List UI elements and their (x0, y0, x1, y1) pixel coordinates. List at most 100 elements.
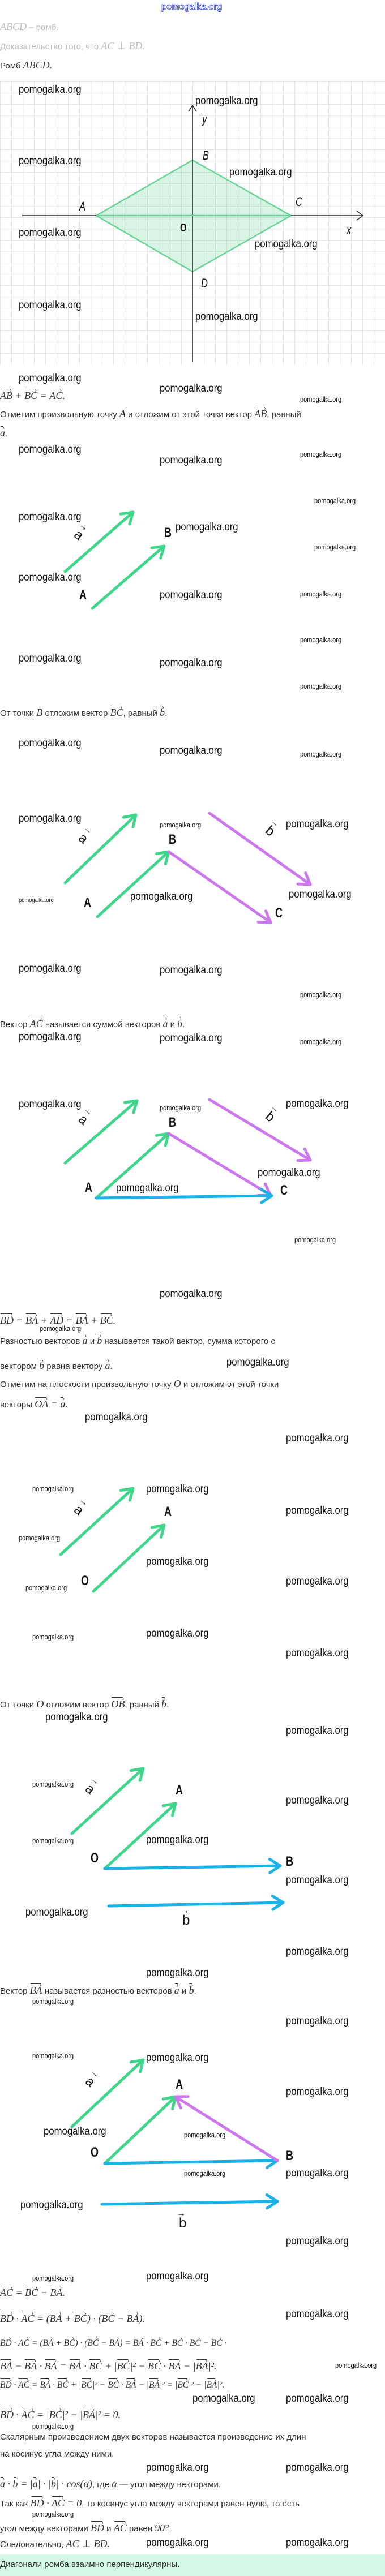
dot-product-definition-cont: на косинус угла между ними. (0, 2448, 114, 2461)
text-segment: и (87, 1337, 97, 1346)
vector-a-arrow (70, 2058, 145, 2128)
vector-oa-arrowhead (161, 1802, 177, 1817)
watermark: pomogalka.org (20, 2199, 83, 2211)
vector-notation: b (39, 1354, 44, 1372)
vector-notation: BA (45, 2354, 57, 2372)
math-expression: B (36, 707, 43, 718)
math-expression: ) · ( (87, 2313, 102, 2324)
vector-a-arrow (63, 510, 135, 573)
text-segment: Ромб (0, 61, 23, 71)
text-segment: угол между векторами (0, 2524, 91, 2534)
vector-notation: OB (111, 1692, 125, 1710)
text-segment: и отложим от этой точки вектор (126, 410, 255, 419)
math-expression: ) = (119, 2338, 133, 2348)
watermark: pomogalka.org (286, 1946, 349, 1957)
vector-notation: AC (18, 2373, 29, 2392)
vector-notation: BC (74, 2307, 87, 2325)
text-segment: вектором (0, 1362, 40, 1371)
vector-oa-arrow (103, 2095, 177, 2165)
vector-notation: b (161, 1692, 166, 1710)
watermark: pomogalka.org (19, 299, 82, 311)
math-expression: · (11, 2338, 19, 2348)
watermark: pomogalka.org (160, 964, 223, 976)
vector-notation: BA (50, 2307, 62, 2325)
point-label-c: C (280, 1183, 288, 1198)
watermark: pomogalka.org (160, 745, 223, 757)
text-segment: – ромб. (27, 23, 59, 32)
vector-notation: BA (25, 1308, 38, 1326)
equation: BD · AC = |BC|² − |BA|² = 0. (0, 2403, 121, 2421)
math-expression: AC ⊥ BD. (66, 2538, 110, 2549)
math-expression: . (113, 1315, 116, 1326)
math-expression: |² − (92, 2380, 108, 2390)
vector-oa-shaft (103, 1802, 177, 1870)
text-segment: называется суммой векторов (42, 1020, 163, 1029)
vector-notation: AC (22, 2403, 35, 2421)
vector-notation: b (177, 1012, 182, 1030)
math-expression: + (12, 390, 25, 401)
math-expression: |². (217, 2380, 225, 2390)
vector-a-arrowhead (119, 1487, 135, 1502)
watermark: pomogalka.org (226, 1356, 289, 1368)
math-expression: | · cos(α) (56, 2478, 92, 2489)
point-label-a: A (79, 199, 86, 213)
text-segment: , равный (123, 709, 160, 718)
vector-notation: BC (89, 2354, 102, 2372)
watermark: pomogalka.org (19, 572, 82, 583)
vector-a-shaft (70, 2058, 145, 2128)
point-label-a: A (176, 1783, 183, 1798)
watermark: pomogalka.org (300, 1037, 342, 1046)
step-text: От точки B отложим вектор BC, равный b. (0, 701, 167, 720)
math-expression: · (118, 2380, 126, 2390)
vector-ab-arrowhead (150, 544, 166, 560)
watermark: pomogalka.org (184, 2169, 226, 2178)
watermark: pomogalka.org (286, 2015, 349, 2027)
text-segment: . (194, 1986, 196, 1996)
text-segment: От точки (0, 709, 37, 718)
vector-b-shaft (208, 812, 312, 886)
vector-bc-arrow (167, 1132, 272, 1197)
vector-notation: b (189, 1978, 194, 1997)
vector-notation: BA (207, 2373, 217, 2392)
watermark: pomogalka.org (32, 2422, 74, 2431)
rhombus-caption: Ромб ABCD. (0, 59, 52, 72)
watermark: pomogalka.org (195, 311, 258, 323)
vector-notation: AC (0, 2281, 13, 2299)
text-segment: Отметим на плоскости произвольную точку (0, 1380, 174, 1389)
watermark: pomogalka.org (192, 2393, 255, 2405)
watermark: pomogalka.org (286, 1432, 349, 1444)
watermark: pomogalka.org (314, 543, 356, 551)
text-segment: Доказательство того, что (0, 42, 101, 51)
watermark: pomogalka.org (286, 1575, 349, 1587)
text-segment: Разностью векторов (0, 1337, 83, 1346)
bd-equation: BD = BA + AD = BA + BC. (0, 1308, 116, 1326)
vector-a-shaft (63, 813, 138, 885)
watermark: pomogalka.org (160, 821, 202, 829)
vector-notation: BD (31, 2491, 44, 2509)
vector-notation: BD (0, 1308, 14, 1326)
watermark: pomogalka.org (289, 888, 352, 900)
vector-oa-arrowhead (150, 1523, 166, 1539)
definition-sum: Вектор AC называется суммой векторов a и… (0, 1012, 185, 1031)
text-segment: и (179, 1986, 189, 1996)
math-expression: − (12, 2360, 25, 2372)
vector-notation: AC (52, 2491, 65, 2509)
point-label-b: B (169, 1115, 177, 1130)
watermark: pomogalka.org (286, 2393, 349, 2405)
watermark: pomogalka.org (19, 155, 82, 167)
point-label-o: O (91, 2145, 99, 2160)
vector-a-arrowhead (129, 2058, 145, 2073)
vector-ba-shaft (174, 2095, 279, 2162)
watermark: pomogalka.org (300, 395, 342, 403)
math-expression: · (44, 2497, 52, 2509)
point-label-c: C (296, 195, 302, 209)
vector-notation: AB (254, 402, 267, 420)
math-expression: α (112, 2478, 117, 2489)
vector-notation: b (97, 1329, 102, 1347)
math-expression: · (50, 2380, 57, 2390)
axis-label-x: x (346, 223, 352, 237)
vector-notation: BC (24, 384, 37, 402)
vector-notation: a (174, 1978, 179, 1997)
vector-a-arrowhead (122, 813, 138, 828)
point-label-b: B (164, 525, 172, 540)
